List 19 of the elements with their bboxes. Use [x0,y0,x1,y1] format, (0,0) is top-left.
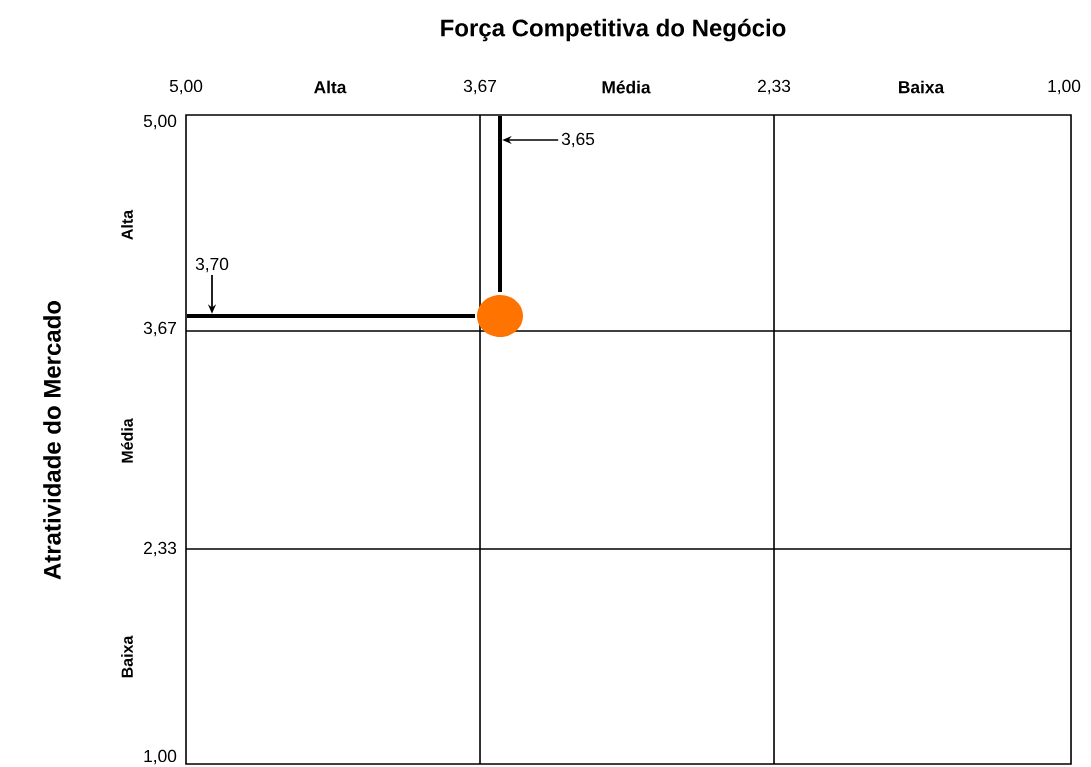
axis-title: Atratividade do Mercado [43,300,61,580]
tick-label: 2,33 [144,541,177,557]
tick-label: 5,00 [143,114,177,130]
tick-label: 1,00 [144,749,177,765]
value-label: 3,65 [561,132,595,148]
tick-label: 1,00 [1048,79,1081,95]
axis-category: Baixa [121,635,133,678]
axis-category: Alta [121,209,133,240]
tick-label: 5,00 [169,79,203,95]
tick-label: 3,67 [463,79,496,95]
value-label: 3,70 [195,257,229,273]
tick-label: 2,33 [758,79,791,95]
position-dot [477,295,523,337]
axis-category: Média [121,418,133,463]
axis-category: Baixa [899,80,945,94]
axis-title: Força Competitiva do Negócio [441,18,786,42]
tick-label: 3,67 [143,321,176,337]
axis-category: Média [602,80,651,94]
axis-category: Alta [314,80,347,94]
